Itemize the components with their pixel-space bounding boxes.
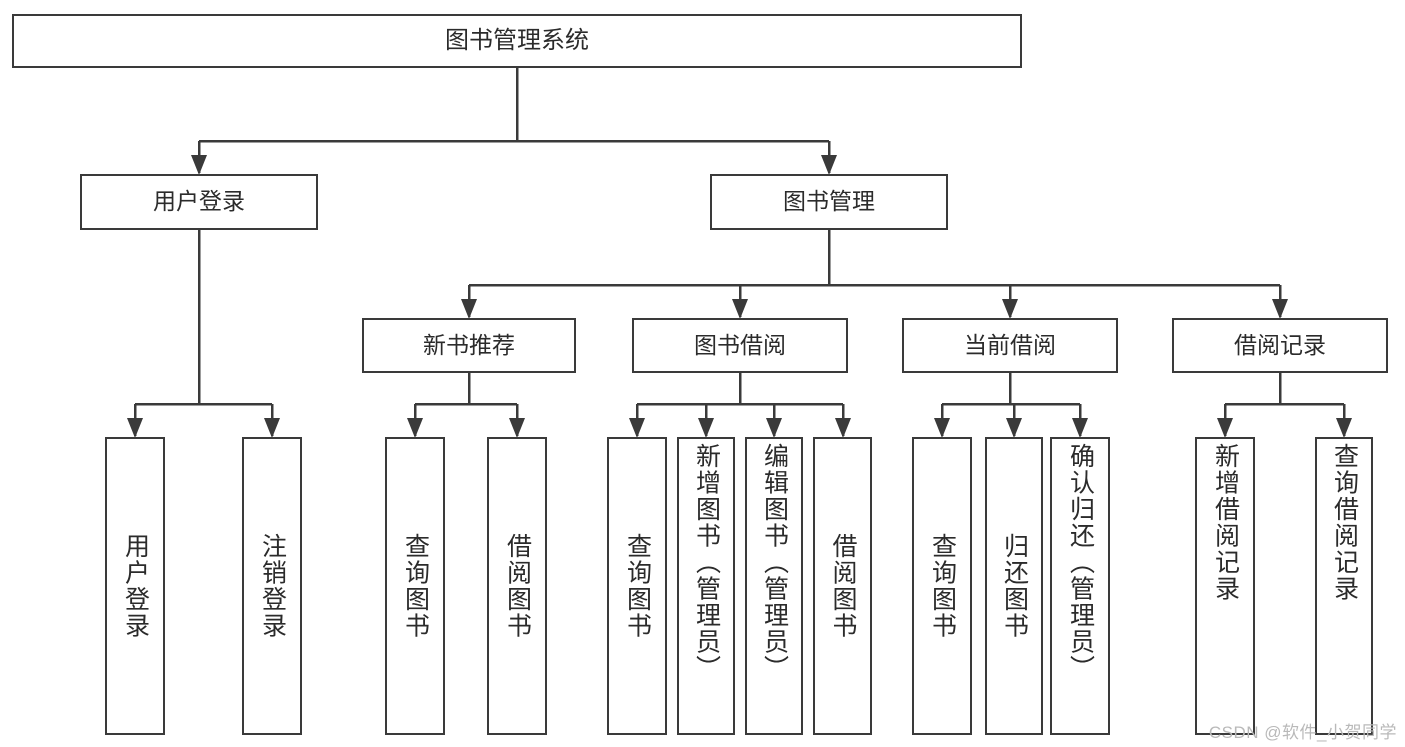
node-leaf-return-book[interactable]: 归还图书 [985, 437, 1043, 735]
node-book-borrow[interactable]: 图书借阅 [632, 318, 848, 373]
node-user-login[interactable]: 用户登录 [80, 174, 318, 230]
node-label: 查询图书 [623, 533, 652, 639]
node-leaf-borrow-book-2[interactable]: 借阅图书 [813, 437, 872, 735]
node-label: 查询图书 [401, 533, 430, 639]
node-label: 图书管理 [783, 188, 875, 215]
node-leaf-confirm-return[interactable]: 确认归还（管理员） [1050, 437, 1110, 735]
node-leaf-edit-book[interactable]: 编辑图书（管理员） [745, 437, 803, 735]
node-leaf-add-record[interactable]: 新增借阅记录 [1195, 437, 1255, 735]
node-label: 注销登录 [258, 533, 287, 639]
node-leaf-query-book-2[interactable]: 查询图书 [607, 437, 667, 735]
node-label: 归还图书 [1000, 533, 1029, 639]
node-label: 用户登录 [121, 533, 150, 639]
node-leaf-logout[interactable]: 注销登录 [242, 437, 302, 735]
node-label: 借阅图书 [829, 533, 857, 639]
node-leaf-add-book[interactable]: 新增图书（管理员） [677, 437, 735, 735]
node-leaf-borrow-book-1[interactable]: 借阅图书 [487, 437, 547, 735]
node-label: 当前借阅 [964, 331, 1056, 358]
node-label: 借阅记录 [1234, 331, 1326, 358]
node-label: 查询借阅记录 [1330, 443, 1359, 602]
node-leaf-user-login[interactable]: 用户登录 [105, 437, 165, 735]
node-label: 编辑图书（管理员） [760, 443, 789, 682]
node-new-book-rec[interactable]: 新书推荐 [362, 318, 576, 373]
node-root[interactable]: 图书管理系统 [12, 14, 1022, 68]
node-label: 图书借阅 [694, 331, 786, 358]
node-leaf-query-record[interactable]: 查询借阅记录 [1315, 437, 1373, 735]
node-label: 借阅图书 [503, 533, 532, 639]
node-label: 新书推荐 [423, 331, 515, 358]
node-label: 新增借阅记录 [1211, 443, 1240, 602]
node-book-manage[interactable]: 图书管理 [710, 174, 948, 230]
node-leaf-query-book-1[interactable]: 查询图书 [385, 437, 445, 735]
node-current-borrow[interactable]: 当前借阅 [902, 318, 1118, 373]
node-borrow-records[interactable]: 借阅记录 [1172, 318, 1388, 373]
node-label: 新增图书（管理员） [692, 443, 721, 682]
node-label: 用户登录 [153, 188, 245, 215]
node-label: 图书管理系统 [445, 26, 589, 54]
watermark: CSDN @软件_小贺同学 [1208, 723, 1397, 742]
node-label: 确认归还（管理员） [1066, 443, 1095, 682]
node-leaf-query-book-3[interactable]: 查询图书 [912, 437, 972, 735]
node-label: 查询图书 [928, 533, 957, 639]
